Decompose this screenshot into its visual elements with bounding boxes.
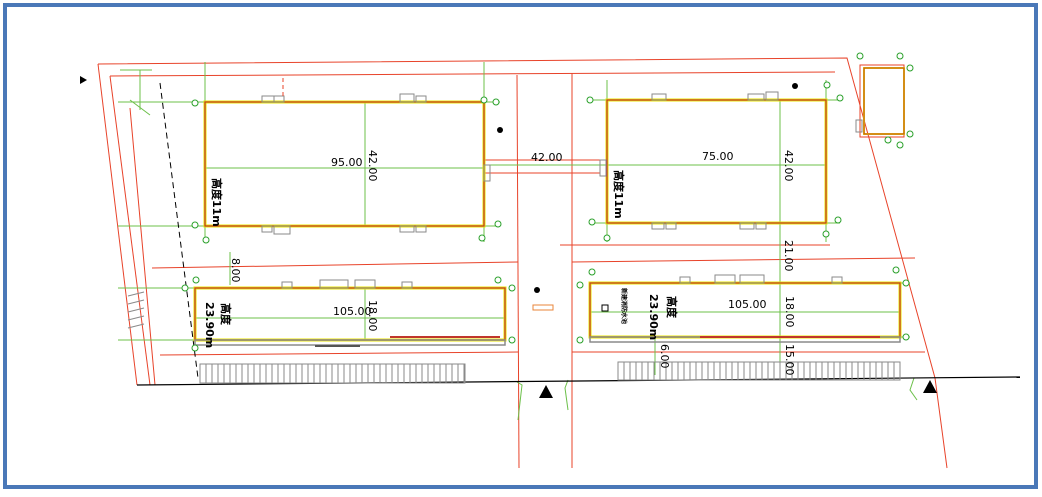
survey-point-icon <box>192 276 200 284</box>
survey-point-icon <box>906 64 914 72</box>
survey-point-icon <box>576 336 584 344</box>
survey-point-icon <box>822 230 830 238</box>
se-note-label: 新建消防水池 <box>620 288 628 324</box>
site-boundary <box>97 57 948 469</box>
nw-length-label: 95.00 <box>331 156 363 169</box>
dashed-axis <box>159 82 199 379</box>
building-small-ne <box>855 67 905 135</box>
survey-point-icon <box>588 268 596 276</box>
survey-point-icon <box>478 234 486 242</box>
ne-height-label: 高度11m <box>612 170 626 219</box>
survey-point-icon <box>836 94 844 102</box>
survey-point-icon <box>191 221 199 229</box>
survey-point-icon <box>896 141 904 149</box>
parking-stall-line <box>127 307 145 313</box>
parking-stalls-west <box>127 291 145 329</box>
survey-point-icon <box>508 336 516 344</box>
nw-width-label: 42.00 <box>366 150 379 182</box>
se-height-bottom: 23.90m <box>647 294 660 340</box>
survey-point-symbols <box>497 83 798 293</box>
road-gap-label: 42.00 <box>531 151 563 164</box>
survey-point-icon <box>586 96 594 104</box>
survey-point-icon <box>508 284 516 292</box>
survey-point-icon <box>181 284 189 292</box>
survey-point-icon <box>856 52 864 60</box>
south-left-label: 6.00 <box>658 344 671 369</box>
sw-width-label: 18.00 <box>366 300 379 332</box>
survey-point-icon <box>497 127 503 133</box>
sw-setback-label: 8.00 <box>229 258 242 283</box>
parking-stall-line <box>127 315 145 321</box>
triangle-marker-icon <box>80 76 87 84</box>
survey-point-icon <box>906 130 914 138</box>
building-ne <box>599 91 828 230</box>
road-marker <box>532 304 554 311</box>
survey-point-icon <box>576 281 584 289</box>
survey-point-icon <box>892 266 900 274</box>
se-width-label: 18.00 <box>783 296 796 328</box>
ground-line <box>136 376 1021 386</box>
south-right-label: 15.00 <box>783 344 796 376</box>
survey-point-icon <box>492 98 500 106</box>
parking-stalls-se <box>617 361 901 381</box>
survey-point-icon <box>902 279 910 287</box>
building-sw <box>193 279 507 347</box>
sw-height-bottom: 23.90m <box>203 302 216 348</box>
parking-stall-line <box>127 299 145 305</box>
triangle-marker-icon <box>923 380 937 393</box>
survey-point-icon <box>896 52 904 60</box>
building-se <box>588 274 902 343</box>
survey-point-icon <box>191 344 199 352</box>
survey-point-icon <box>480 96 488 104</box>
survey-point-icon <box>834 216 842 224</box>
building-nw <box>203 78 491 235</box>
survey-point-icon <box>823 81 831 89</box>
sw-length-label: 105.00 <box>333 305 372 318</box>
nw-height-label: 高度11m <box>210 178 224 227</box>
se-length-label: 105.00 <box>728 298 767 311</box>
survey-point-icon <box>588 218 596 226</box>
survey-point-icon <box>603 234 611 242</box>
survey-point-icon <box>902 333 910 341</box>
survey-point-icon <box>494 220 502 228</box>
survey-point-icon <box>534 287 540 293</box>
ne-width-label: 42.00 <box>782 150 795 182</box>
ne-length-label: 75.00 <box>702 150 734 163</box>
survey-point-icon <box>792 83 798 89</box>
parking-stall-line <box>127 291 145 297</box>
frame-border <box>3 3 1038 489</box>
between-east-label: 21.00 <box>782 240 795 272</box>
sw-height-top: 高度 <box>219 303 233 326</box>
parking-stall-outline <box>617 361 901 381</box>
survey-point-icon <box>494 276 502 284</box>
se-height-top: 高度 <box>665 296 679 319</box>
survey-point-icon <box>202 236 210 244</box>
survey-points <box>181 52 914 352</box>
parking-stalls-sw <box>199 363 466 384</box>
parking-stall-line <box>127 323 145 329</box>
triangle-marker-icon <box>539 385 553 398</box>
survey-point-icon <box>884 136 892 144</box>
survey-point-icon <box>191 99 199 107</box>
